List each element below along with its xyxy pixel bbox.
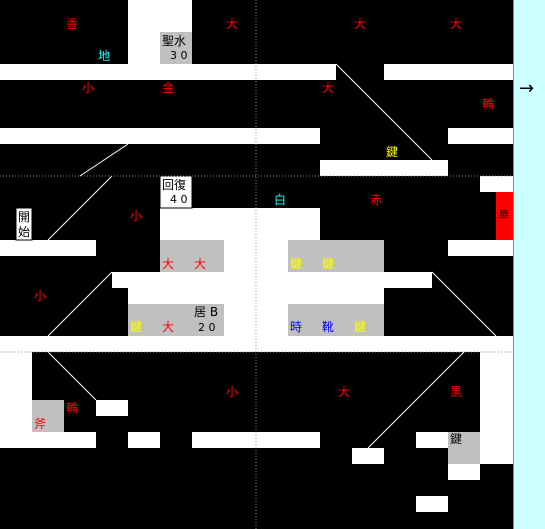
floor-tile [448, 128, 513, 144]
floor-tile [480, 176, 513, 192]
floor-tile [288, 288, 384, 304]
floor-tile [112, 272, 432, 288]
door-label: 扉 [499, 210, 509, 221]
start-line-2: 始 [18, 225, 31, 239]
ring-label: 輪 [482, 97, 495, 111]
enemy-big-label: 大 [322, 81, 335, 95]
key-label: 鍵 [130, 320, 143, 334]
floor-tile [128, 288, 224, 304]
key-label: 鍵 [322, 257, 335, 271]
kyo-b-value: 2 0 [198, 321, 216, 334]
recovery-title: 回復 [162, 178, 187, 192]
enemy-big-label: 大 [162, 257, 175, 271]
key-label: 鍵 [290, 257, 303, 271]
right-arrow-icon[interactable]: → [519, 78, 535, 99]
start-box [15, 207, 33, 241]
floor-tile [480, 352, 513, 464]
floor-tile [416, 432, 448, 448]
floor-tile [416, 496, 448, 512]
diagonal-passage [47, 271, 113, 337]
item-box [448, 432, 480, 464]
floor-tile [96, 400, 128, 416]
recovery-value: 4 0 [170, 193, 188, 206]
enemy-small-label: 小 [82, 81, 95, 95]
item-box [160, 240, 224, 272]
diagonal-passage [431, 271, 497, 337]
holy-water-title: 聖水 [162, 34, 187, 48]
holy-water-value: 3 0 [170, 49, 188, 62]
floor-tile [0, 336, 513, 352]
floor-tile [0, 240, 96, 256]
recovery-box [159, 175, 193, 209]
floor-tile [448, 240, 513, 256]
axe-label: 斧 [34, 417, 47, 431]
enemy-big-label: 大 [450, 17, 463, 31]
earth-label: 地 [98, 49, 111, 63]
floor-tile [0, 64, 336, 80]
floor-tile [128, 432, 160, 448]
gold-label: 金 [162, 81, 175, 95]
red-label: 赤 [370, 193, 383, 207]
dungeon-map [0, 0, 513, 529]
item-box [128, 304, 224, 336]
item-box [288, 304, 384, 336]
ring-label: 輪 [66, 401, 79, 415]
floor-tile [320, 160, 448, 176]
diagonal-passage [47, 175, 113, 241]
boots-label: 靴 [322, 320, 335, 334]
diagonal-passage [47, 351, 97, 401]
floor-tile [192, 432, 320, 448]
key-label: 鍵 [354, 320, 367, 334]
enemy-big-label: 大 [338, 385, 351, 399]
item-box [160, 32, 192, 64]
floor-tile [0, 432, 96, 448]
start-line-1: 開 [18, 210, 31, 224]
floor-tile [352, 448, 384, 464]
enemy-big-label: 大 [162, 320, 175, 334]
floor-tile [160, 208, 320, 240]
side-panel [513, 0, 545, 529]
enemy-small-label: 小 [226, 385, 239, 399]
door-block [496, 192, 513, 240]
incense-label: 香 [66, 17, 79, 31]
diagonal-passage [367, 351, 465, 449]
enemy-big-label: 大 [226, 17, 239, 31]
item-box [32, 400, 64, 432]
time-label: 時 [290, 320, 303, 334]
enemy-small-label: 小 [130, 209, 143, 223]
enemy-big-label: 大 [194, 257, 207, 271]
enemy-small-label: 小 [34, 289, 47, 303]
enemy-big-label: 大 [354, 17, 367, 31]
floor-tile [0, 128, 320, 144]
diagonal-passage [79, 143, 129, 177]
kyo-b-title: 居 B [194, 305, 219, 319]
key-label: 鍵 [386, 145, 399, 159]
white-label: 白 [274, 193, 287, 207]
black-label: 黒 [450, 385, 463, 399]
item-box [288, 240, 384, 272]
floor-tile [384, 64, 513, 80]
diagonal-passage [335, 63, 433, 161]
key-label: 鍵 [450, 432, 463, 446]
